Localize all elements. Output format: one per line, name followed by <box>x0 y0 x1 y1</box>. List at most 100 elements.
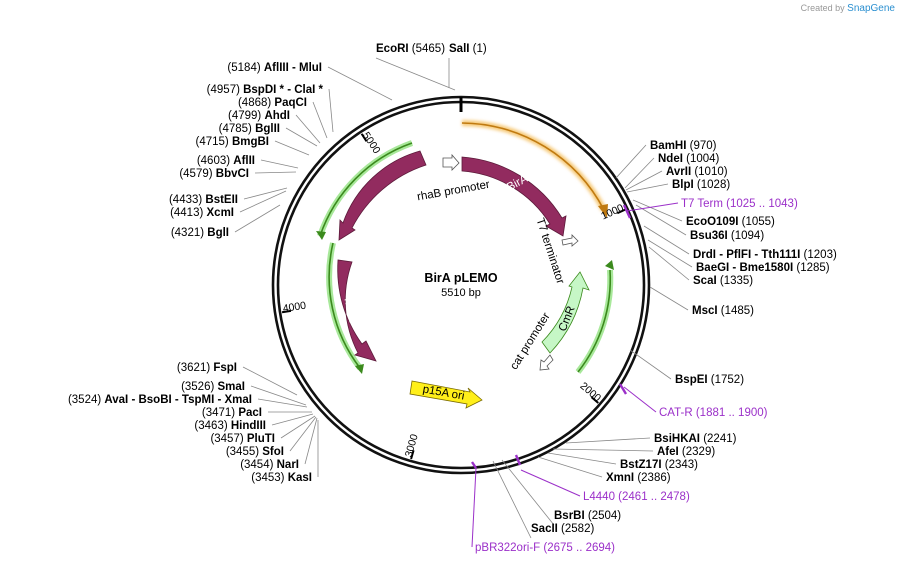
site-leader <box>625 170 663 191</box>
site-label: BaeGI - Bme1580I (1285) <box>696 262 830 274</box>
site-name: BstZ17I <box>620 459 662 471</box>
site-name: NdeI <box>658 153 683 165</box>
tick-mark <box>590 396 599 404</box>
primer-label: L4440 (2461 .. 2478) <box>583 491 690 503</box>
site-name: ScaI <box>693 275 717 287</box>
orf-arc-rhaS <box>319 142 413 237</box>
site-label: XmnI (2386) <box>606 472 671 484</box>
site-name: SalI <box>449 43 469 55</box>
site-name: AflIII - MluI <box>264 62 322 74</box>
site-position: (4785) <box>219 123 255 135</box>
primer-range: (2675 .. 2694) <box>540 542 615 554</box>
site-label: (4603) AflII <box>197 155 255 167</box>
orf-arc-birA-head <box>598 204 608 218</box>
site-leader <box>239 190 287 213</box>
primer-leader <box>623 386 657 413</box>
site-name: EcoO109I <box>686 216 738 228</box>
site-label: (3621) FspI <box>177 362 237 374</box>
site-position: (1028) <box>694 179 731 191</box>
site-name: BsiHKAI <box>654 433 700 445</box>
site-name: AvrII <box>666 166 691 178</box>
site-label: (3463) HindIII <box>194 420 266 432</box>
feature-rhaB-promoter <box>442 153 460 171</box>
primer-range: (1025 .. 1043) <box>723 198 798 210</box>
credit-brand: SnapGene <box>847 3 895 14</box>
site-position: (2386) <box>634 472 671 484</box>
site-leader <box>254 171 297 174</box>
orf-arc-rhaR <box>328 242 361 369</box>
primer-name: T7 Term <box>681 198 723 210</box>
site-name: SmaI <box>218 381 246 393</box>
site-leader <box>647 239 693 268</box>
primer-label: pBR322ori-F (2675 .. 2694) <box>475 542 615 554</box>
feature-t7-terminator <box>561 234 579 247</box>
site-position: (3526) <box>181 381 217 393</box>
site-name: BlpI <box>672 179 694 191</box>
site-name: SfoI <box>262 446 284 458</box>
site-label: EcoRI (5465) <box>376 43 445 55</box>
tick-mark <box>410 450 415 460</box>
primer-name: CAT-R <box>659 407 693 419</box>
site-label: (4413) XcmI <box>170 207 234 219</box>
site-position: (970) <box>686 140 716 152</box>
site-label: (4785) BglII <box>219 123 280 135</box>
site-name: PacI <box>238 407 262 419</box>
feature-rhaR <box>337 259 377 362</box>
site-label: MscI (1485) <box>692 305 754 317</box>
site-leader <box>648 246 690 281</box>
site-name: MscI <box>692 305 718 317</box>
tick-label: 5000 <box>360 130 383 156</box>
site-label: (4799) AhdI <box>228 110 290 122</box>
site-position: (2582) <box>558 523 595 535</box>
site-leader <box>295 114 321 144</box>
orf-arc-rhaR-head <box>355 364 364 374</box>
site-name: SacII <box>531 523 558 535</box>
site-leader <box>271 413 314 426</box>
site-position: (1) <box>469 43 486 55</box>
feature-birA <box>461 156 567 237</box>
site-name: DrdI - PflFI - Tth111I <box>693 249 800 261</box>
site-position: (1094) <box>728 230 765 242</box>
site-position: (4799) <box>228 110 264 122</box>
site-label: (3453) KasI <box>251 472 312 484</box>
site-position: (1010) <box>691 166 728 178</box>
site-leader <box>274 140 310 156</box>
site-label: AfeI (2329) <box>657 446 715 458</box>
tick-mark <box>281 309 292 314</box>
site-leader <box>643 225 690 255</box>
site-leader <box>243 187 288 200</box>
site-label: SacII (2582) <box>531 523 594 535</box>
site-name: KasI <box>288 472 312 484</box>
site-position: (2504) <box>585 510 622 522</box>
site-label: (3526) SmaI <box>181 381 245 393</box>
primer-leader <box>471 467 477 548</box>
tick-label: 4000 <box>282 300 307 315</box>
site-position: (1752) <box>708 374 745 386</box>
tick-label: 2000 <box>578 380 604 404</box>
site-label: (4868) PaqCI <box>238 97 307 109</box>
site-position: (3454) <box>240 459 276 471</box>
site-name: FspI <box>213 362 237 374</box>
credit-prefix: Created by <box>800 3 845 13</box>
site-position: (2343) <box>662 459 699 471</box>
site-name: BmgBI <box>232 136 269 148</box>
site-labels: SalI (1)EcoRI (5465)(5184) AflIII - MluI… <box>68 43 837 535</box>
site-label: DrdI - PflFI - Tth111I (1203) <box>693 249 837 261</box>
site-name: PluTI <box>247 433 275 445</box>
site-position: (4321) <box>171 227 207 239</box>
site-position: (1485) <box>718 305 755 317</box>
site-label: (3471) PacI <box>202 407 262 419</box>
site-position: (1335) <box>717 275 754 287</box>
site-leader <box>565 437 651 444</box>
site-name: AvaI - BsoBI - TspMI - XmaI <box>104 394 252 406</box>
site-label: BstZ17I (2343) <box>620 459 698 471</box>
site-label: (4321) BglI <box>171 227 229 239</box>
primer-range: (1881 .. 1900) <box>693 407 768 419</box>
site-position: (4433) <box>169 194 205 206</box>
site-name: XmnI <box>606 472 634 484</box>
feature-cat-promoter <box>539 354 554 371</box>
tick-mark <box>616 208 626 215</box>
site-label: EcoO109I (1055) <box>686 216 775 228</box>
site-label: BlpI (1028) <box>672 179 730 191</box>
